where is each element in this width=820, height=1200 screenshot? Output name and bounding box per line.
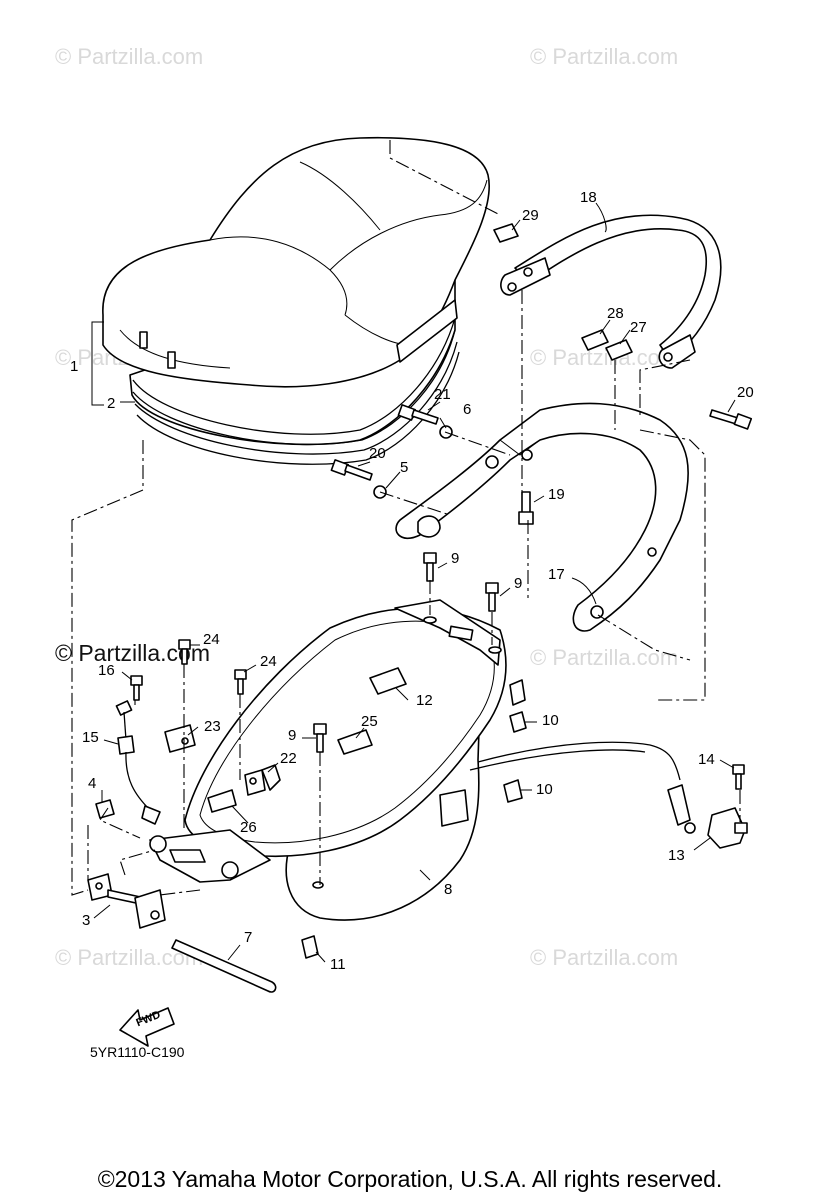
nut-10-a <box>509 711 527 733</box>
callout-leaders <box>91 202 736 963</box>
callout-24a: 24 <box>203 631 220 648</box>
watermark: © Partzilla.com <box>55 44 204 69</box>
watermark: © Partzilla.com <box>530 945 679 970</box>
callout-15: 15 <box>82 729 99 746</box>
callout-10b: 10 <box>536 781 553 798</box>
callout-21: 21 <box>434 386 451 403</box>
leader-lines <box>71 140 741 896</box>
callout-29: 29 <box>522 207 539 224</box>
callout-17: 17 <box>548 566 565 583</box>
callout-23: 23 <box>204 718 221 735</box>
callout-8: 8 <box>444 881 453 898</box>
bolt-16 <box>130 675 143 701</box>
diagram-code: 5YR1110-C190 <box>90 1044 185 1060</box>
grab-bar <box>500 214 722 369</box>
callout-9c: 9 <box>288 727 297 744</box>
callout-16: 16 <box>98 662 115 679</box>
rod-7 <box>171 939 277 993</box>
bolt-9-a <box>423 552 437 582</box>
fwd-arrow-icon <box>119 1007 175 1047</box>
callout-12: 12 <box>416 692 433 709</box>
callout-2: 2 <box>107 395 116 412</box>
callout-9b: 9 <box>514 575 523 592</box>
grommet-4 <box>95 799 115 819</box>
callout-26: 26 <box>240 819 257 836</box>
watermark: © Partzilla.com <box>530 345 679 370</box>
watermark: © Partzilla.com <box>530 44 679 69</box>
callout-5: 5 <box>400 459 409 476</box>
callout-27: 27 <box>630 319 647 336</box>
bolt-20-right <box>709 409 753 430</box>
bolt-20-left <box>330 459 373 481</box>
seat <box>102 136 490 465</box>
callout-4: 4 <box>88 775 97 792</box>
bolt-19 <box>518 491 534 525</box>
callout-25: 25 <box>361 713 378 730</box>
seat-lock-cable-15 <box>115 700 161 825</box>
callout-14: 14 <box>698 751 715 768</box>
pad-28 <box>581 329 609 351</box>
rear-carrier <box>395 402 689 632</box>
callout-10a: 10 <box>542 712 559 729</box>
callout-20a: 20 <box>369 445 386 462</box>
callout-19: 19 <box>548 486 565 503</box>
callout-6: 6 <box>463 401 472 418</box>
callout-11: 11 <box>330 956 346 973</box>
callout-13: 13 <box>668 847 685 864</box>
storage-box <box>149 599 526 921</box>
callout-18: 18 <box>580 189 597 206</box>
bolt-9-b <box>485 582 499 612</box>
callout-1: 1 <box>70 358 79 375</box>
bolt-24-a <box>178 639 191 665</box>
callout-3: 3 <box>82 912 91 929</box>
callout-28: 28 <box>607 305 624 322</box>
lock-cable-13 <box>469 741 748 849</box>
callout-9a: 9 <box>451 550 460 567</box>
nut-11 <box>301 935 319 959</box>
bolt-21 <box>397 404 439 425</box>
callout-22: 22 <box>280 750 297 767</box>
callout-7: 7 <box>244 929 253 946</box>
hinge-bracket-3 <box>87 873 166 929</box>
bolt-14 <box>732 764 745 790</box>
copyright-notice: ©2013 Yamaha Motor Corporation, U.S.A. A… <box>97 1166 723 1192</box>
pad-29 <box>493 223 519 243</box>
nut-10-b <box>503 779 523 803</box>
bolt-24-b <box>234 669 247 695</box>
pad-27 <box>605 339 633 361</box>
callout-20b: 20 <box>737 384 754 401</box>
watermark: © Partzilla.com <box>530 645 679 670</box>
callout-24b: 24 <box>260 653 277 670</box>
